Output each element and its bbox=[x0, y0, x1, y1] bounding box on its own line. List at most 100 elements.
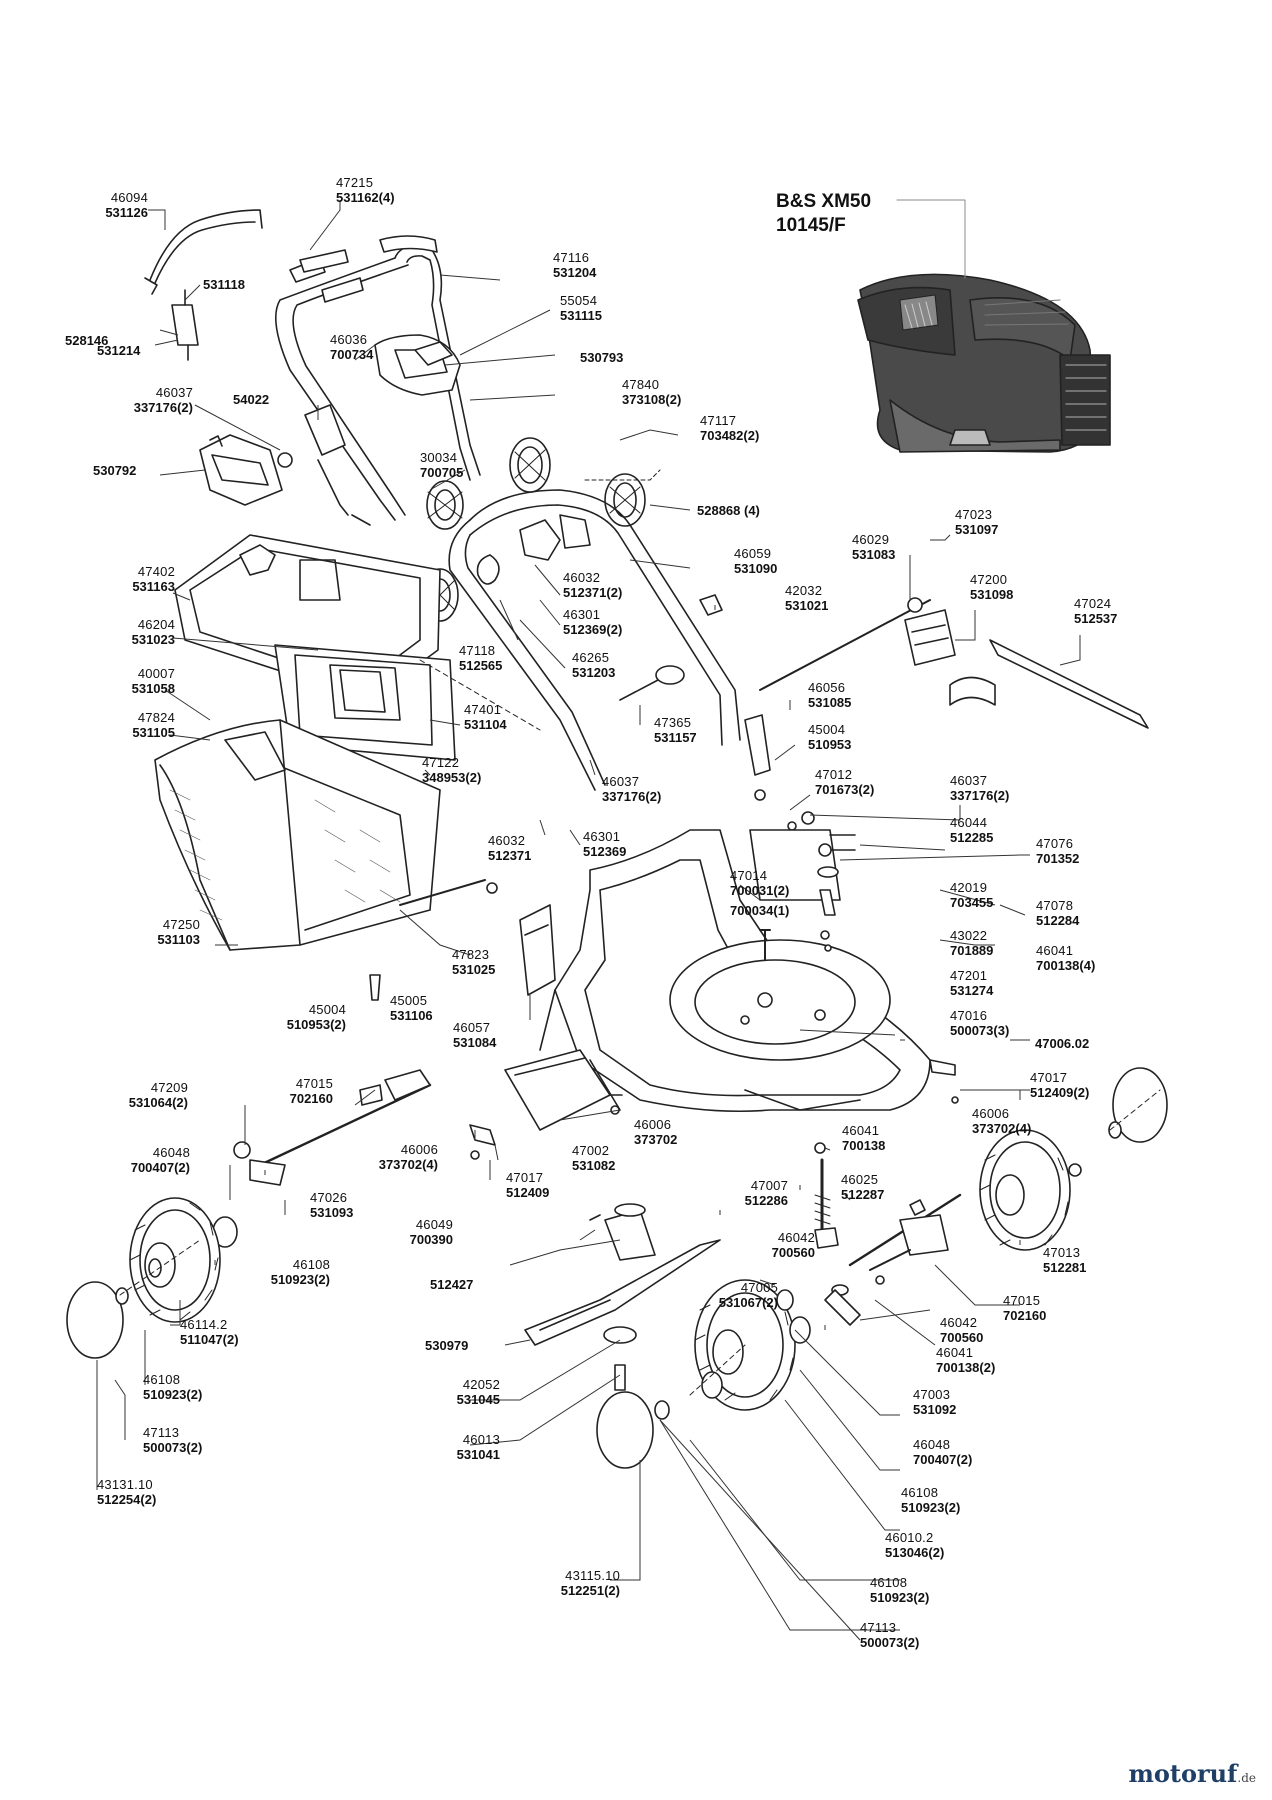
part-label: 47006.02 bbox=[1035, 1036, 1090, 1051]
left-front-wheel bbox=[129, 1197, 221, 1323]
eye-bolt-47365 bbox=[619, 665, 685, 701]
part-label: 700034(1) bbox=[730, 903, 790, 918]
part-label: 530979 bbox=[425, 1338, 469, 1353]
front-axle-assembly bbox=[212, 1069, 432, 1248]
handle-grip-covers bbox=[299, 249, 364, 303]
lower-handle bbox=[448, 489, 741, 791]
bracket-54022 bbox=[277, 404, 371, 526]
cam-46042 bbox=[814, 1227, 839, 1249]
engine-leader-line bbox=[896, 199, 966, 279]
height-adjust-spring bbox=[814, 1142, 831, 1232]
engine-name: B&S XM50 bbox=[776, 191, 872, 212]
spring-47200 bbox=[949, 676, 996, 706]
deck-fasteners bbox=[759, 834, 856, 961]
part-label: 528868 (4) bbox=[697, 503, 760, 518]
part-label: 54022 bbox=[233, 392, 270, 407]
blade-bolt bbox=[614, 1364, 626, 1391]
catcher-rod-47823 bbox=[399, 879, 498, 906]
cover-530792 bbox=[199, 434, 283, 506]
clip-55054 bbox=[414, 341, 453, 366]
engine-title: B&S XM50 10145/F bbox=[776, 190, 871, 238]
key-46049 bbox=[589, 1214, 601, 1221]
mulch-plate-47002 bbox=[504, 1049, 623, 1131]
engine-drawing bbox=[857, 273, 1111, 453]
clip-47017-right bbox=[929, 1059, 959, 1104]
knob-46032 bbox=[519, 514, 591, 561]
grass-bag bbox=[154, 719, 441, 951]
blade-adapter bbox=[604, 1203, 656, 1261]
left-wheel-cap bbox=[66, 1281, 129, 1359]
part-label: 530792 bbox=[93, 463, 137, 478]
part-label: 530793 bbox=[580, 350, 624, 365]
blade-530979 bbox=[524, 1239, 721, 1346]
part-label: 512427 bbox=[430, 1277, 474, 1292]
bracket-46056 bbox=[744, 714, 771, 801]
rod-47024 bbox=[989, 639, 1149, 729]
blade-washer bbox=[603, 1326, 637, 1344]
right-rear-wheel bbox=[979, 1129, 1082, 1251]
adjuster-46029-rod bbox=[759, 597, 931, 691]
